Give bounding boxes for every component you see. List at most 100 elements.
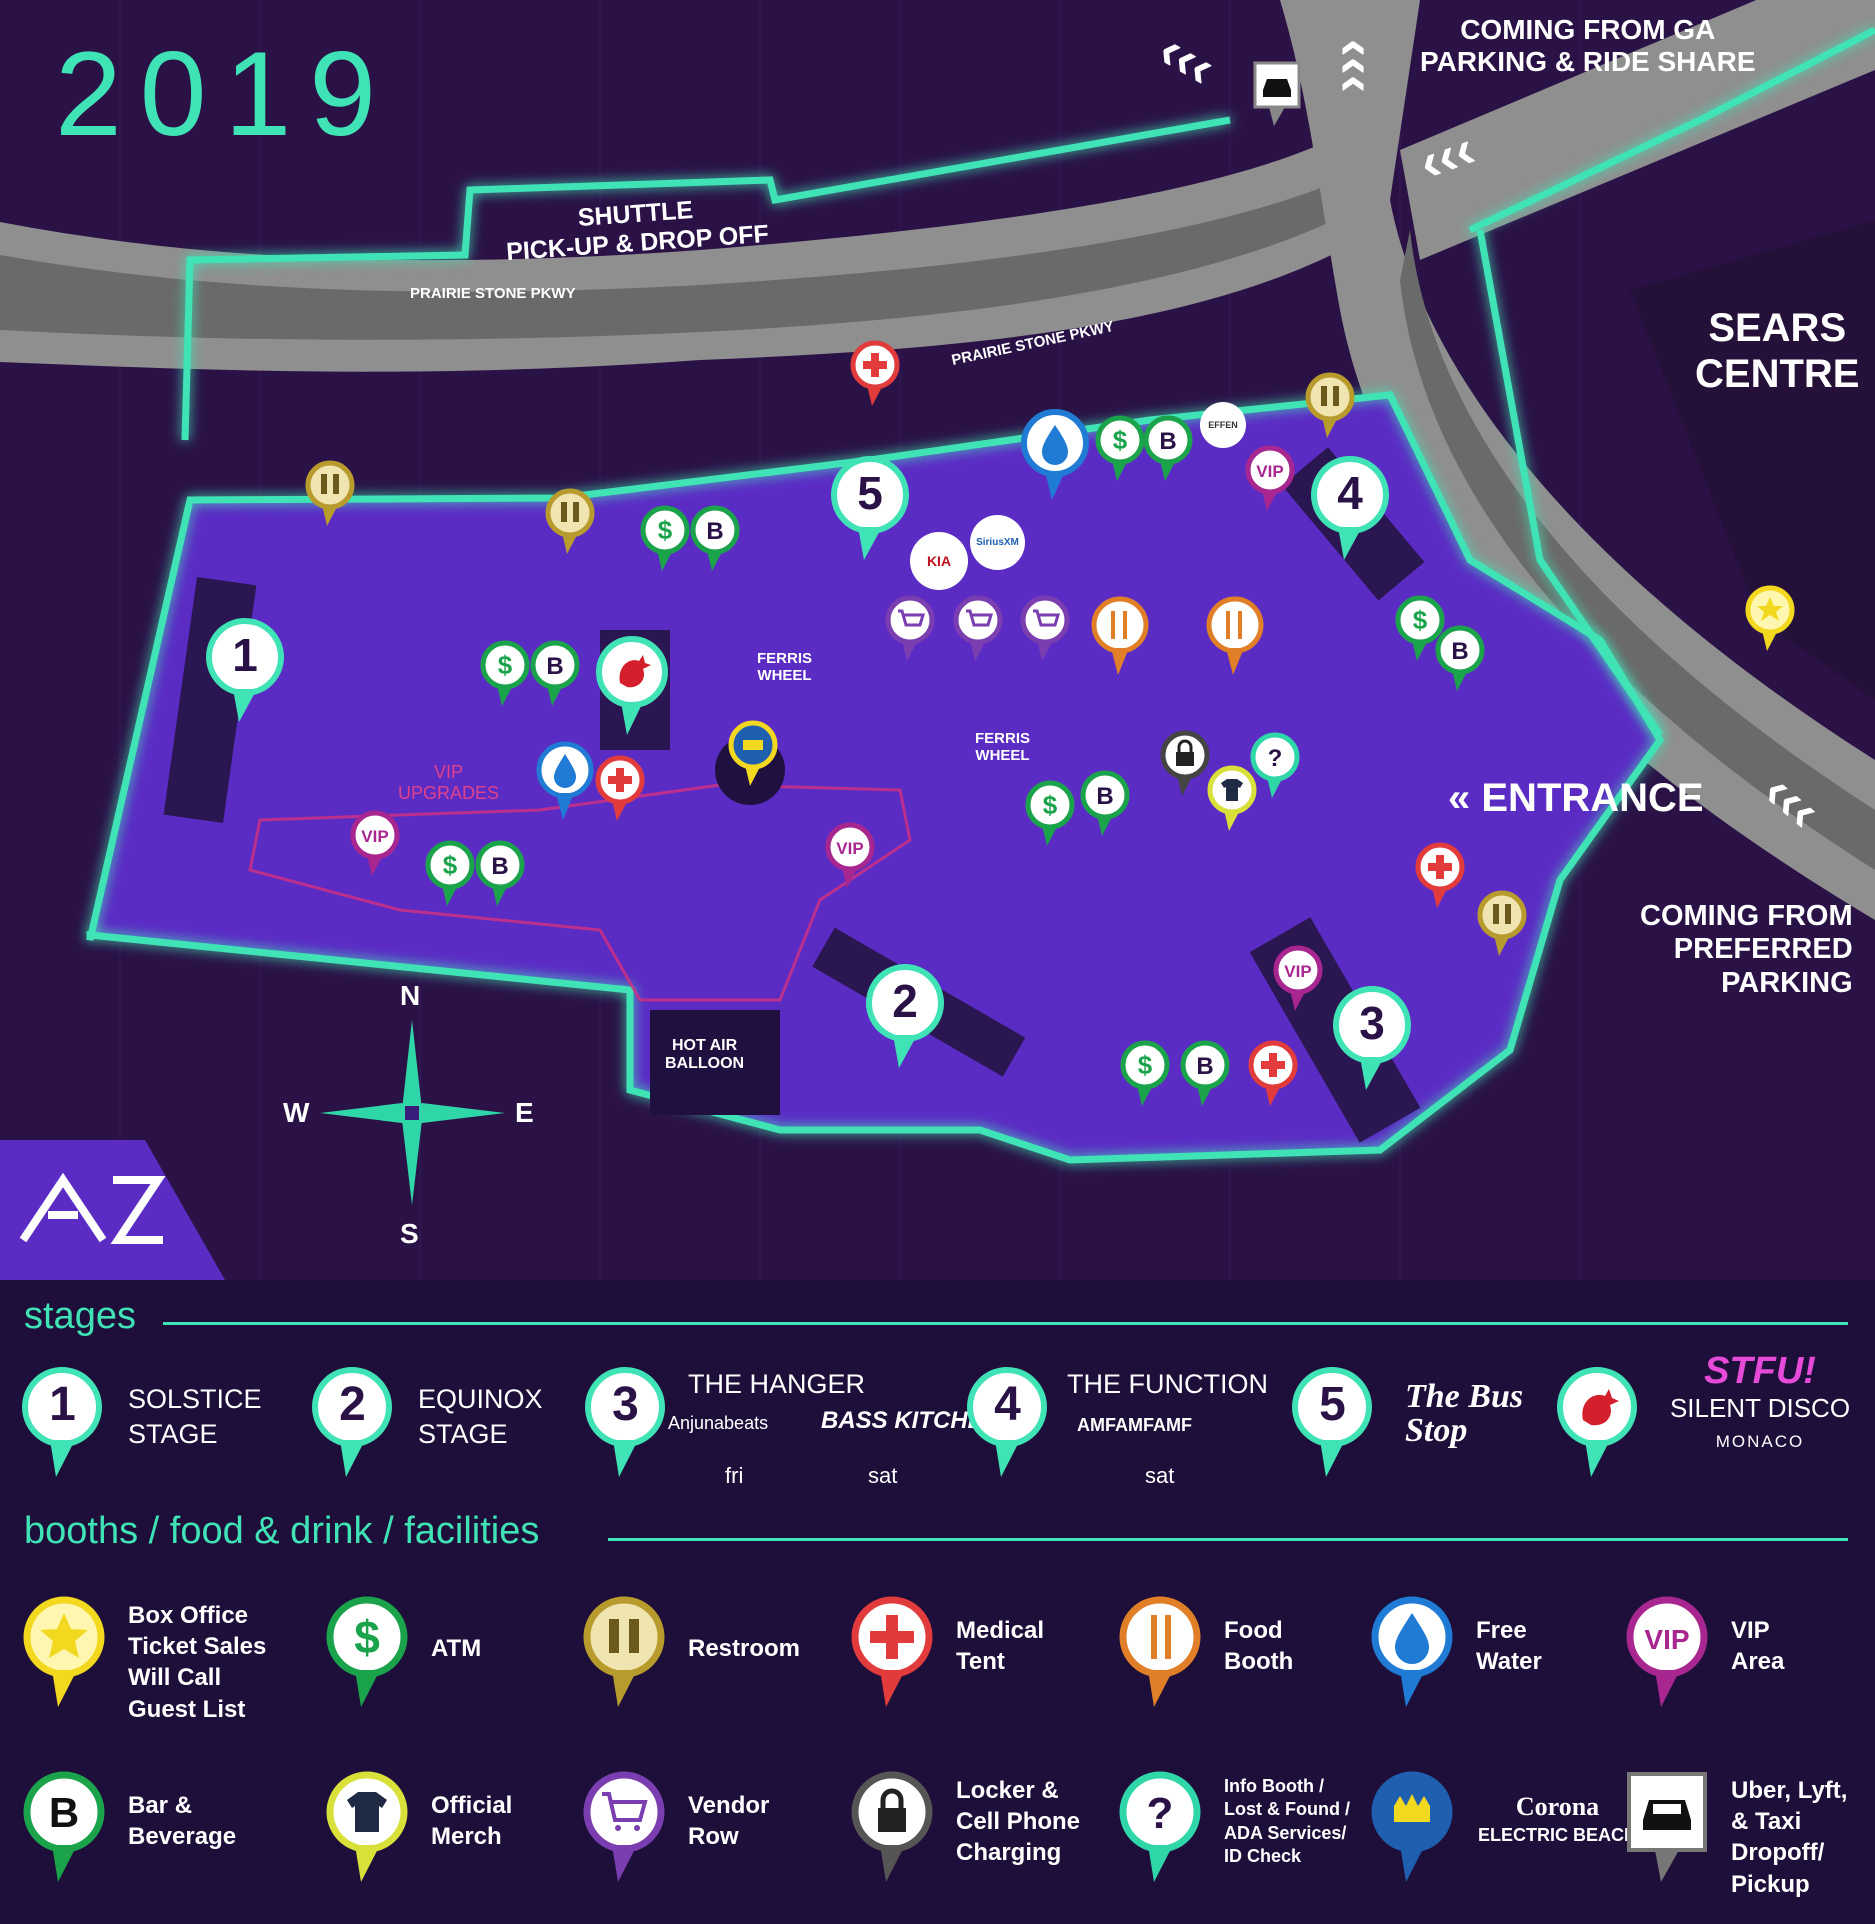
legend-facility-line: Water <box>1476 1648 1542 1676</box>
map-water-pin-2[interactable] <box>535 740 595 830</box>
legend-facility-line: Restroom <box>688 1635 801 1662</box>
svg-text:B: B <box>1159 428 1176 455</box>
legend-stage-5-num: 5 <box>1319 1378 1346 1431</box>
map-restroom-pin-2[interactable] <box>545 488 595 563</box>
legend-facility-line: Uber, Lyft, <box>1731 1777 1848 1804</box>
svg-text:$: $ <box>1113 425 1128 455</box>
map-vip-pin-2[interactable]: VIP <box>825 822 875 897</box>
legend-facility-line: Pickup <box>1731 1870 1810 1898</box>
map-vip-pin[interactable]: VIP <box>350 810 400 885</box>
entrance-chevron-icon: « <box>1448 776 1471 820</box>
map-bar-pin-6[interactable]: B <box>1435 625 1485 700</box>
legend-facility-line: ELECTRIC BEACH <box>1478 1824 1638 1845</box>
lock-icon <box>850 1771 935 1894</box>
map-atm-pin-6[interactable]: $ <box>1395 595 1445 670</box>
map-atm-pin-3[interactable]: $ <box>1025 780 1075 855</box>
map-restroom-pin-4[interactable] <box>1477 890 1527 965</box>
map-merch-pin[interactable] <box>1207 765 1257 840</box>
legend-stage-1: 1 SOLSTICE STAGE <box>20 1365 262 1490</box>
map-corona-pin[interactable] <box>728 720 778 795</box>
legend-facility-line: Area <box>1731 1648 1785 1676</box>
legend-facility-line: Row <box>688 1823 739 1851</box>
map-atm-pin-7[interactable]: $ <box>1095 415 1145 490</box>
legend-stage-3-day-1: fri <box>725 1463 744 1488</box>
legend-facility-line: ATM <box>431 1635 482 1662</box>
legend-facility-question: ?Info Booth /Lost & Found /ADA Services/… <box>1118 1770 1350 1895</box>
cart-icon <box>582 1771 667 1894</box>
map-vip-pin-3[interactable]: VIP <box>1245 445 1295 520</box>
map-atm-pin[interactable]: $ <box>480 640 530 715</box>
svg-text:B: B <box>1451 638 1468 665</box>
map-restroom-pin[interactable] <box>305 460 355 535</box>
legend-stage-2-num: 2 <box>339 1378 366 1431</box>
map-box-office-pin[interactable] <box>1745 585 1795 660</box>
vip-upgrades-label: VIP UPGRADES <box>398 762 499 803</box>
map-atm-pin-4[interactable]: $ <box>1120 1040 1170 1115</box>
map-atm-pin-2[interactable]: $ <box>640 505 690 580</box>
preferred-line3: PARKING <box>1721 966 1853 999</box>
map-medical-pin-4[interactable] <box>1248 1040 1298 1115</box>
map-info-pin[interactable]: ? <box>1250 732 1300 807</box>
map-water-pin[interactable] <box>1020 408 1090 508</box>
map-medical-pin-2[interactable] <box>595 755 645 830</box>
map-medical-pin-3[interactable] <box>1415 842 1465 917</box>
balloon-line1: HOT AIR <box>671 1037 738 1054</box>
map-bar-pin-2[interactable]: B <box>690 505 740 580</box>
map-silent-disco-pin[interactable] <box>595 635 670 745</box>
legend-stage-3: 3 THE HANGER Anjunabeats BASS KITCHEN fr… <box>583 1365 1001 1490</box>
map-food-pin-2[interactable] <box>1205 595 1265 685</box>
map-bar-pin[interactable]: B <box>530 640 580 715</box>
legend-stage-1-num: 1 <box>49 1378 76 1431</box>
map-vendor-pin-2[interactable] <box>953 595 1003 670</box>
map-restroom-pin-3[interactable] <box>1305 372 1355 447</box>
compass-s: S <box>400 1218 419 1249</box>
legend-facility-line: Official <box>431 1792 513 1819</box>
road-vertical <box>1280 0 1875 920</box>
sears-centre-label: SEARS CENTRE <box>1695 305 1859 397</box>
map-atm-pin-5[interactable]: $ <box>425 840 475 915</box>
svg-text:$: $ <box>658 515 673 545</box>
map-bar-pin-5[interactable]: B <box>475 840 525 915</box>
map-stage-pin-1[interactable]: 1 <box>205 617 285 732</box>
map-vip-pin-4[interactable]: VIP <box>1273 945 1323 1020</box>
ferris-2-line1: FERRIS <box>975 730 1031 747</box>
map-stage-pin-2[interactable]: 2 <box>865 963 945 1078</box>
svg-text:VIP: VIP <box>836 839 863 858</box>
corona-crown-icon <box>1370 1771 1455 1894</box>
legend-facility-line: Locker & <box>956 1777 1059 1804</box>
coming-from-ga-line1: COMING FROM GA <box>1460 14 1716 45</box>
legend-facility-line: Info Booth / <box>1224 1776 1324 1796</box>
svg-text:$: $ <box>1138 1050 1153 1080</box>
map-food-pin[interactable] <box>1090 595 1150 685</box>
map-bar-pin-3[interactable]: B <box>1080 770 1130 845</box>
festival-map: 2019 SHUTTLE PICK-UP & DROP OFF PRAIRIE … <box>0 0 1875 1280</box>
vip-upgrades-line1: VIP <box>434 762 464 782</box>
preferred-line1: COMING FROM <box>1640 900 1853 932</box>
map-stage-num-5: 5 <box>857 467 883 519</box>
water-drop-icon <box>1370 1596 1455 1719</box>
legend-silent-disco <box>1555 1365 1640 1490</box>
cross-icon <box>850 1596 935 1719</box>
map-vendor-pin[interactable] <box>885 595 935 670</box>
map-stage-pin-5[interactable]: 5 <box>830 455 910 570</box>
map-medical-pin[interactable] <box>850 340 900 415</box>
legend-facility-line: Medical <box>956 1617 1045 1644</box>
stages-rule <box>163 1322 1848 1325</box>
svg-text:VIP: VIP <box>361 827 388 846</box>
map-locker-pin[interactable] <box>1160 730 1210 805</box>
svg-text:?: ? <box>1147 1789 1174 1838</box>
map-rideshare-pin[interactable] <box>1252 60 1302 135</box>
map-bar-pin-7[interactable]: B <box>1143 415 1193 490</box>
map-vendor-pin-3[interactable] <box>1020 595 1070 670</box>
legend-facility-label: Bar &Beverage <box>128 1790 236 1852</box>
map-stage-pin-4[interactable]: 4 <box>1310 455 1390 570</box>
map-stage-pin-3[interactable]: 3 <box>1332 985 1412 1100</box>
map-bar-pin-4[interactable]: B <box>1180 1040 1230 1115</box>
festival-logo <box>18 1170 168 1250</box>
